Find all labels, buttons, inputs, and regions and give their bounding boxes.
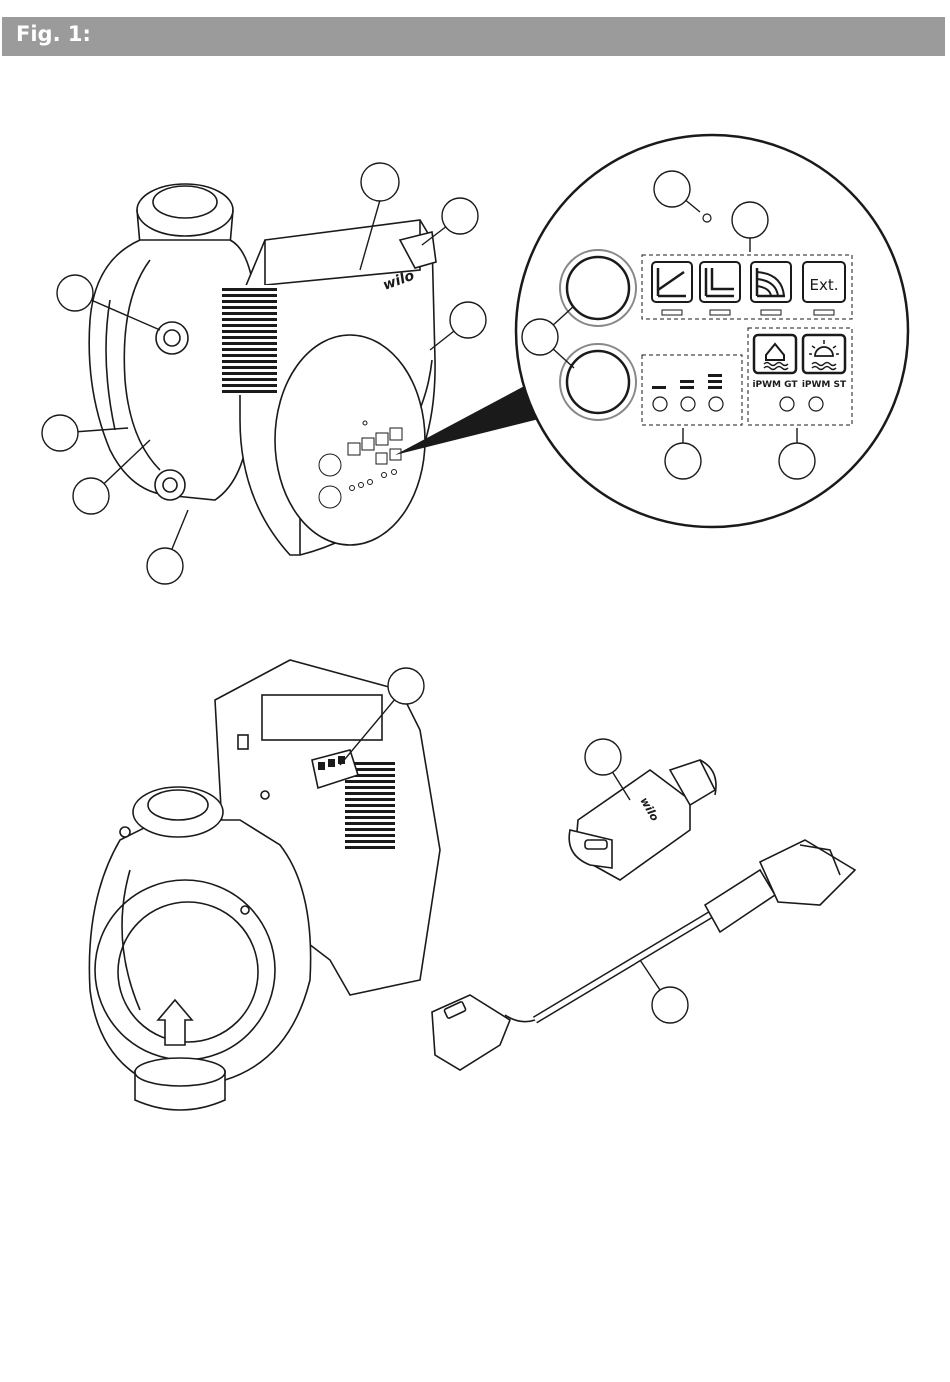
inlet-flange-rear — [135, 1058, 225, 1110]
control-panel-detail: Ext. iPWM GT — [516, 135, 908, 527]
drain-screw — [155, 470, 185, 500]
pump-rear-view — [89, 660, 440, 1110]
power-cable — [432, 840, 855, 1070]
ext-label: Ext. — [809, 276, 838, 294]
pump-front-view: wilo — [89, 184, 436, 555]
control-button-bottom[interactable] — [560, 344, 636, 420]
pwm-connector-plug: wilo — [569, 760, 716, 880]
pwm-gt-label: iPWM GT — [752, 380, 798, 390]
pwm-st-label: iPWM ST — [802, 380, 847, 390]
pump-housing-rear — [89, 820, 310, 1090]
outlet-flange-rear — [133, 787, 223, 837]
vent-screw — [156, 322, 188, 354]
status-led — [703, 214, 711, 222]
control-button-top[interactable] — [560, 250, 636, 326]
